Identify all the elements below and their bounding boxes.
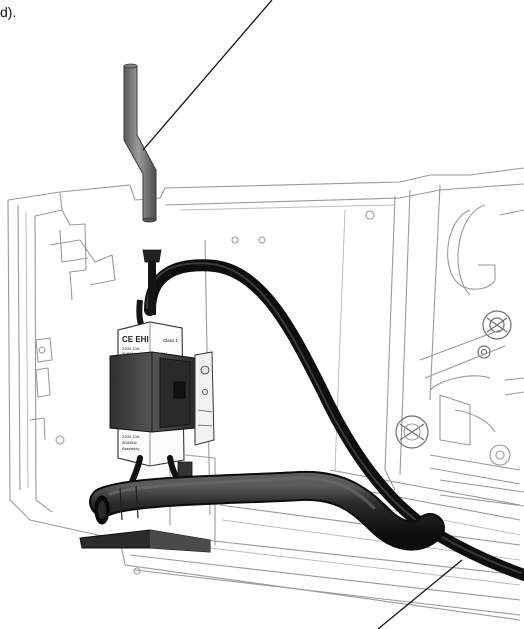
ce-mark-text: CE EHI: [122, 335, 149, 344]
label-bottom2: 50/60Hz: [122, 440, 137, 445]
inline-device: CE EHI Class 1 230V 10A 50/60Hz 4kV 230V…: [109, 321, 215, 467]
bottom-leader-line: [377, 559, 463, 629]
label-line2: 50/60Hz: [122, 351, 137, 356]
cable-tube: [89, 470, 445, 551]
top-leader-line: [142, 0, 273, 151]
label-line1: 230V 10A: [122, 346, 140, 351]
label-bottom1: 230V 10A: [122, 434, 140, 439]
caption-text: d).: [0, 4, 17, 20]
power-cable: [136, 249, 524, 581]
machine-frame: [7, 167, 524, 621]
right-mechanism: [395, 310, 524, 507]
guide-rod: [123, 63, 157, 223]
label-bottom3: Assembly: [122, 446, 139, 451]
mounting-bracket: [79, 454, 216, 553]
class-text: Class 1: [163, 338, 179, 343]
